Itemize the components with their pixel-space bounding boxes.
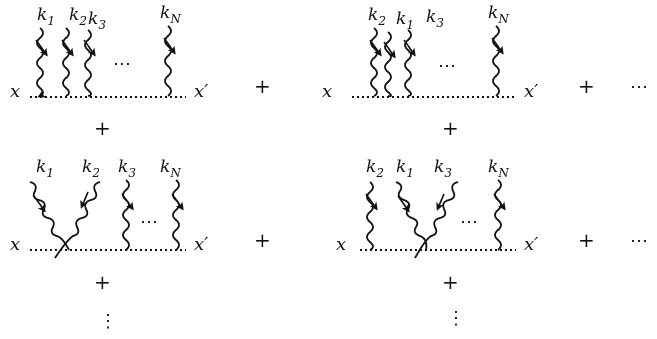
- momentum-label: k3: [426, 7, 444, 30]
- momentum-label: k2: [69, 5, 87, 28]
- arrow-icon: [61, 39, 74, 57]
- ellipsis: ⋯: [630, 231, 648, 252]
- photon-line: [62, 27, 70, 97]
- momentum-label: k2: [366, 157, 384, 180]
- start-point-label: x: [10, 234, 20, 255]
- momentum-label: k2: [368, 5, 386, 28]
- photon-line: [172, 179, 180, 251]
- arrow-icon: [436, 193, 445, 211]
- arrow-icon: [491, 37, 504, 55]
- plus-sign: +: [442, 116, 459, 140]
- momentum-label: kN: [160, 157, 181, 180]
- photon-line: [29, 181, 70, 251]
- arrow-icon: [397, 195, 410, 213]
- plus-sign: +: [442, 270, 459, 294]
- panel-top-left: x x′ k1 k2 k3 kN ⋯ + +: [10, 3, 271, 140]
- plus-sign: +: [254, 228, 271, 252]
- ellipsis: ⋯: [630, 77, 648, 98]
- arrow-icon: [163, 37, 176, 55]
- momentum-label: k1: [396, 9, 414, 32]
- panel-top-right: x x′ k2 k1 k3 kN ⋯ + ⋯ +: [322, 3, 648, 140]
- plus-sign: +: [254, 74, 271, 98]
- momentum-label: k3: [434, 157, 452, 180]
- arrow-icon: [35, 39, 48, 57]
- start-point-label: x: [322, 81, 332, 102]
- start-point-label: x: [336, 234, 346, 255]
- ellipsis: ⋯: [438, 56, 456, 77]
- photon-line: [492, 25, 500, 97]
- momentum-label: k1: [36, 157, 54, 180]
- photon-line: [395, 181, 428, 251]
- momentum-label: k1: [37, 5, 55, 28]
- ellipsis: ⋯: [460, 212, 478, 233]
- arrow-icon: [403, 39, 416, 57]
- plus-sign: +: [94, 116, 111, 140]
- plus-sign: +: [578, 74, 595, 98]
- end-point-label: x′: [194, 81, 208, 102]
- photon-line: [494, 179, 502, 251]
- momentum-label: k2: [82, 157, 100, 180]
- photon-line: [84, 29, 92, 97]
- end-point-label: x′: [524, 81, 538, 102]
- vertical-ellipsis: ⋮: [447, 308, 465, 329]
- photon-line: [36, 27, 47, 98]
- plus-sign: +: [578, 228, 595, 252]
- photon-line: [370, 27, 378, 97]
- photon-line: [404, 29, 412, 97]
- arrow-icon: [493, 193, 506, 211]
- photon-line: [414, 181, 459, 259]
- arrow-icon: [365, 193, 378, 211]
- panel-bottom-right: x x′ k2 k1 k3 kN ⋯ + ⋯ + ⋮: [336, 157, 648, 329]
- arrow-icon: [83, 39, 96, 57]
- ellipsis: ⋯: [140, 212, 158, 233]
- momentum-label: k3: [118, 157, 136, 180]
- momentum-label: kN: [488, 3, 509, 26]
- end-point-label: x′: [194, 234, 208, 255]
- photon-line: [54, 181, 101, 259]
- arrow-icon: [369, 39, 382, 57]
- arrow-icon: [33, 195, 46, 213]
- panel-bottom-left: x x′ k1 k2 k3 kN ⋯ + + ⋮: [10, 157, 271, 332]
- arrow-icon: [383, 41, 396, 59]
- plus-sign: +: [94, 270, 111, 294]
- momentum-label: kN: [160, 3, 181, 26]
- end-point-label: x′: [524, 234, 538, 255]
- photon-line: [122, 179, 130, 251]
- start-point-label: x: [10, 81, 20, 102]
- momentum-label: kN: [488, 157, 509, 180]
- arrow-icon: [121, 193, 134, 211]
- vertical-ellipsis: ⋮: [99, 311, 117, 332]
- arrow-icon: [80, 191, 89, 209]
- photon-line: [366, 181, 374, 251]
- momentum-label: k3: [88, 9, 106, 32]
- photon-line: [384, 31, 392, 98]
- arrow-icon: [171, 193, 184, 211]
- ellipsis: ⋯: [113, 54, 131, 75]
- momentum-label: k1: [396, 157, 414, 180]
- photon-line: [164, 25, 172, 97]
